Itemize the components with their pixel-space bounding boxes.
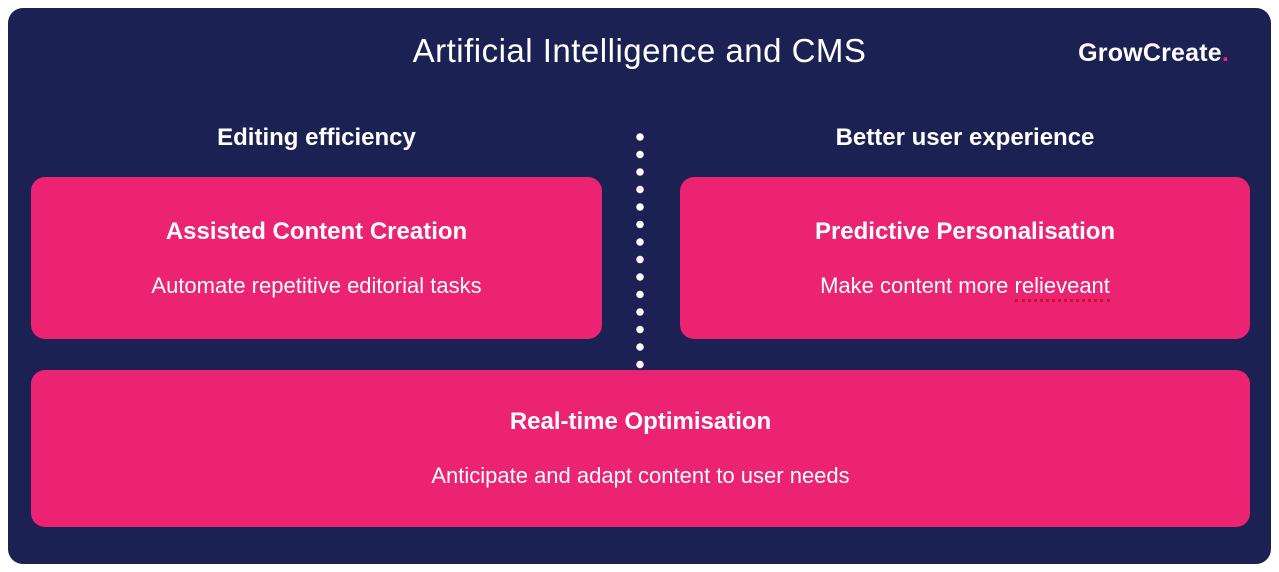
infographic-panel: Artificial Intelligence and CMS GrowCrea… — [8, 8, 1271, 564]
card-real-time-optimisation: Real-time Optimisation Anticipate and ad… — [31, 370, 1250, 527]
card-subtitle: Anticipate and adapt content to user nee… — [431, 463, 850, 488]
card-title: Assisted Content Creation — [165, 217, 468, 245]
column-header-better-user-experience: Better user experience — [835, 124, 1095, 151]
card-subtitle: Make content more relieveant — [820, 272, 1110, 302]
card-predictive-personalisation: Predictive Personalisation Make content … — [680, 177, 1250, 339]
misspelled-word: relieveant — [1014, 272, 1110, 302]
vertical-dotted-divider — [636, 133, 644, 373]
card-title: Real-time Optimisation — [509, 408, 772, 435]
page-title: Artificial Intelligence and CMS — [412, 32, 867, 69]
column-header-editing-efficiency: Editing efficiency — [217, 124, 416, 151]
card-title: Predictive Personalisation — [814, 217, 1116, 245]
growcreate-logo: GrowCreate. — [1078, 39, 1229, 68]
logo-dot: . — [1221, 39, 1229, 67]
card-subtitle: Automate repetitive editorial tasks — [151, 272, 482, 298]
subtitle-prefix: Make content more — [820, 272, 1015, 298]
card-assisted-content-creation: Assisted Content Creation Automate repet… — [31, 177, 602, 339]
logo-text: GrowCreate — [1078, 39, 1222, 67]
